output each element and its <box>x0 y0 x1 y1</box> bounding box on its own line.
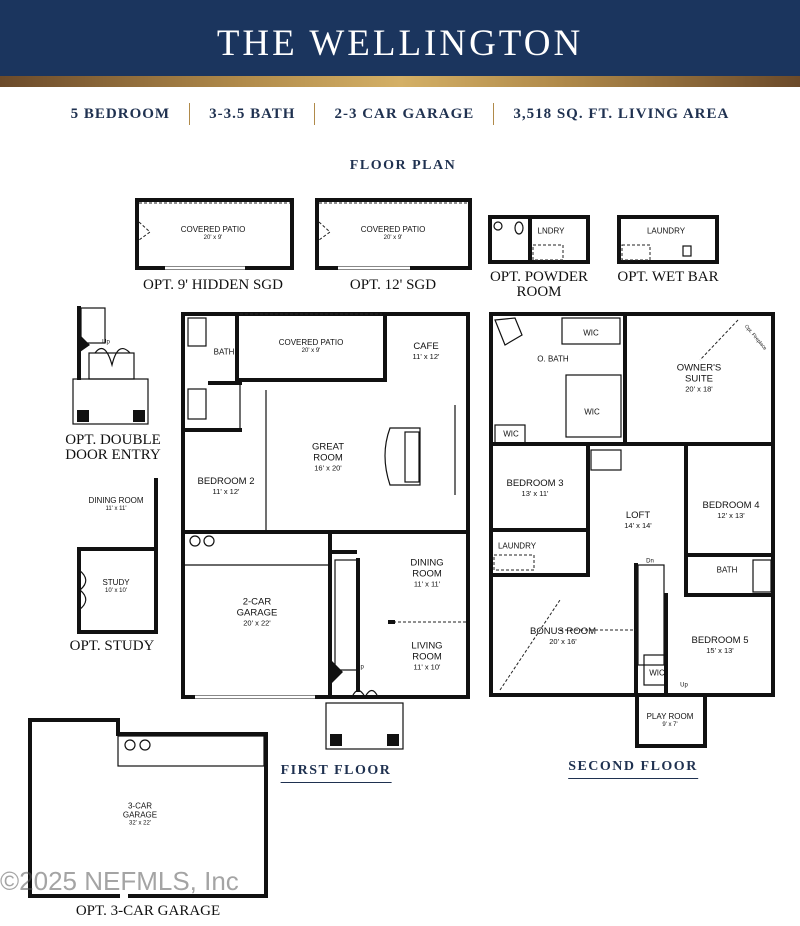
spec-divider <box>314 103 316 125</box>
gold-divider <box>0 76 800 87</box>
opt-double-door-plan <box>72 306 149 425</box>
room-label: WIC <box>583 328 599 338</box>
opt-12-sgd-plan <box>315 198 472 270</box>
second-floor-heading: SECOND FLOOR <box>568 759 698 779</box>
caption-opt-3-car-garage: OPT. 3-CAR GARAGE <box>75 903 221 919</box>
page-title: THE WELLINGTON <box>216 23 584 64</box>
first-floor-heading: FIRST FLOOR <box>280 763 392 783</box>
header-banner <box>0 0 800 76</box>
first-floor-plan <box>181 312 470 750</box>
stair-label: Up <box>680 682 688 689</box>
spec-bedrooms: 5 BEDROOM <box>70 105 171 122</box>
spec-divider <box>493 103 495 125</box>
stair-label: Up <box>356 664 364 671</box>
stair-label: Dn <box>646 558 654 565</box>
caption-opt-hidden-sgd: OPT. 9' HIDDEN SGD <box>143 277 283 293</box>
room-label: BATH <box>716 565 738 575</box>
spec-divider <box>189 103 191 125</box>
room-label: LAUNDRY <box>646 226 686 236</box>
specs-row: 5 BEDROOM 3-3.5 BATH 2-3 CAR GARAGE 3,51… <box>0 103 800 125</box>
second-floor-plan <box>489 312 775 748</box>
opt-study-plan <box>77 478 158 634</box>
opt-wet-bar-plan <box>617 215 719 264</box>
caption-opt-study: OPT. STUDY <box>69 638 155 654</box>
floor-plan-heading: FLOOR PLAN <box>349 158 457 173</box>
spec-area: 3,518 SQ. FT. LIVING AREA <box>513 105 730 122</box>
opt-hidden-sgd-plan <box>135 198 294 270</box>
stair-label: Up <box>102 339 110 346</box>
watermark: ©2025 NEFMLS, Inc <box>0 866 239 896</box>
room-label: WIC <box>503 429 519 439</box>
room-label: WIC <box>584 407 600 417</box>
opt-powder-room-plan <box>488 215 590 264</box>
spec-garage: 2-3 CAR GARAGE <box>334 105 475 122</box>
spec-baths: 3-3.5 BATH <box>209 105 296 122</box>
room-label: O. BATH <box>537 354 569 364</box>
opt-3-car-garage-plan <box>28 718 268 898</box>
caption-opt-12-sgd: OPT. 12' SGD <box>349 277 437 293</box>
room-label: LNDRY <box>537 226 565 236</box>
room-label: LAUNDRY <box>497 541 537 551</box>
caption-opt-wet-bar: OPT. WET BAR <box>617 269 719 285</box>
room-label: WIC <box>649 668 665 678</box>
room-label: BATH <box>213 347 235 357</box>
